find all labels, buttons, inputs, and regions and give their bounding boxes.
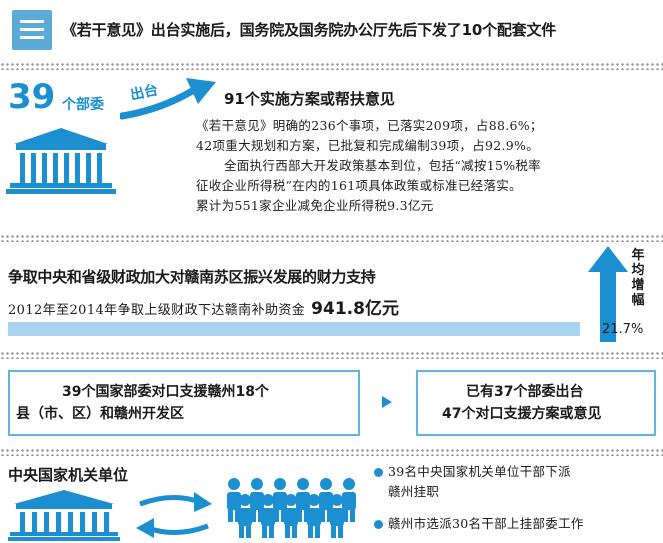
bullet-icon [374, 520, 383, 529]
plans-line-1: 已有37个部委出台 [466, 384, 584, 400]
funding-line: 2012年至2014年争取上级财政下达赣南补助资金 941.8亿元 [8, 294, 399, 319]
exchange-arrows-icon [136, 492, 212, 538]
government-building-icon [6, 128, 116, 194]
funding-bar [8, 322, 580, 336]
section-fiscal-support: 争取中央和省级财政加大对赣南苏区振兴发展的财力支持 2012年至2014年争取上… [4, 244, 659, 349]
body-line: 42项重大规划和方案，已批复和完成编制39项，占92.9%。 [196, 138, 540, 153]
section1-body: 《若干意见》明确的236个事项，已落实209项，占88.6%； 42项重大规划和… [196, 116, 656, 216]
document-icon [12, 10, 52, 50]
header-title: 《若干意见》出台实施后，国务院及国务院办公厅先后下发了10个配套文件 [62, 21, 557, 39]
bullet-icon [374, 468, 383, 477]
list-item: 39名中央国家机关单位干部下派 [374, 462, 659, 482]
counterpart-line-2: 县（市、区）和赣州开发区 [16, 406, 184, 422]
section-counterpart-support: 39个国家部委对口支援赣州18个 县（市、区）和赣州开发区 已有37个部委出台 … [4, 360, 659, 445]
support-plans-box: 已有37个部委出台 47个对口支援方案或意见 [416, 370, 656, 436]
section1-title: 91个实施方案或帮扶意见 [224, 90, 395, 108]
body-line: 累计为551家企业减免企业所得税9.3亿元 [196, 198, 434, 213]
divider [0, 351, 663, 359]
government-building-icon [8, 490, 120, 541]
list-item: 赣州市选派30名干部上挂部委工作 [374, 514, 659, 534]
section2-title: 争取中央和省级财政加大对赣南苏区振兴发展的财力支持 [8, 268, 376, 286]
list-item: 赣州挂职 [374, 482, 659, 502]
counterpart-support-box: 39个国家部委对口支援赣州18个 县（市、区）和赣州开发区 [8, 370, 360, 436]
section-central-agencies: 中央国家机关单位 [4, 456, 659, 542]
divider [0, 234, 663, 242]
body-line: 《若干意见》明确的236个事项，已落实209项，占88.6%； [196, 118, 543, 133]
cadre-exchange-list: 39名中央国家机关单位干部下派 赣州挂职 赣州市选派30名干部上挂部委工作 [374, 462, 659, 534]
section-ministries: 39 个部委 出台 91个实施方案或帮扶意见 《若干意见》明确的236个事项，已… [4, 70, 659, 230]
ministry-count: 39 [8, 77, 56, 117]
section4-title: 中央国家机关单位 [8, 466, 129, 484]
growth-label: 年均增幅 [631, 248, 645, 308]
body-line: 全面执行西部大开发政策基本到位，包括“减按15%税率 [224, 158, 541, 173]
divider [0, 448, 663, 456]
counterpart-line-1: 39个国家部委对口支援赣州18个 [62, 384, 269, 400]
body-line: 征收企业所得税”在内的161项具体政策或标准已经落实。 [196, 178, 522, 193]
funding-amount: 941.8亿元 [311, 299, 399, 319]
ministry-count-suffix: 个部委 [62, 97, 104, 113]
funding-description: 2012年至2014年争取上级财政下达赣南补助资金 [8, 303, 306, 318]
bullet-text: 赣州市选派30名干部上挂部委工作 [388, 516, 584, 531]
growth-arrow-icon [588, 246, 628, 342]
growth-value: 21.7% [602, 322, 644, 337]
plans-line-2: 47个对口支援方案或意见 [442, 406, 602, 422]
bullet-text: 赣州挂职 [388, 484, 440, 499]
right-arrow-icon [382, 396, 392, 408]
people-group-icon [227, 478, 356, 538]
bullet-text: 39名中央国家机关单位干部下派 [388, 464, 571, 479]
curved-arrow-icon [120, 78, 216, 120]
header: 《若干意见》出台实施后，国务院及国务院办公厅先后下发了10个配套文件 [4, 0, 659, 60]
divider [0, 62, 663, 70]
